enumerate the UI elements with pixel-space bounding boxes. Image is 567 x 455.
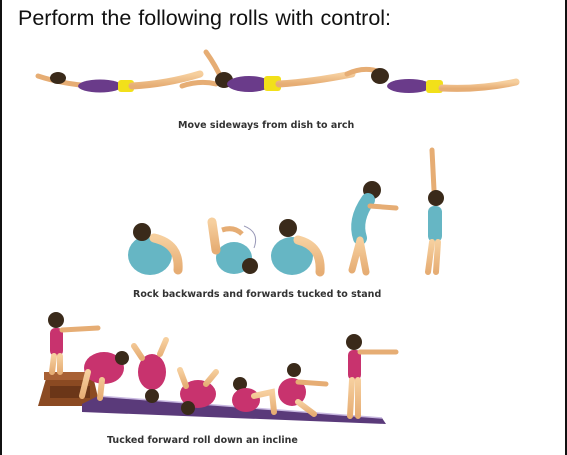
dish-to-arch-figures xyxy=(38,52,516,93)
gymnast-sitting xyxy=(232,377,274,412)
gymnast-finish xyxy=(346,334,396,416)
caption-dish-to-arch: Move sideways from dish to arch xyxy=(178,120,354,131)
gymnast-standing xyxy=(428,150,444,272)
gymnast-rolling xyxy=(134,340,166,403)
caption-rock-tucked: Rock backwards and forwards tucked to st… xyxy=(133,289,381,300)
gymnast-rising xyxy=(352,181,396,272)
gymnast-dish-2 xyxy=(182,52,352,92)
rock-tucked-figures xyxy=(128,150,444,275)
gymnast-arch-3 xyxy=(347,68,516,93)
gymnast-tuck-1 xyxy=(128,223,178,275)
caption-incline-roll: Tucked forward roll down an incline xyxy=(107,435,298,446)
incline-roll-figures xyxy=(38,312,396,424)
gymnast-dish-1 xyxy=(38,72,200,93)
gymnast-squat xyxy=(278,363,326,414)
gymnast-tuck-3 xyxy=(271,219,320,275)
gymnast-tuck-2 xyxy=(212,222,258,274)
